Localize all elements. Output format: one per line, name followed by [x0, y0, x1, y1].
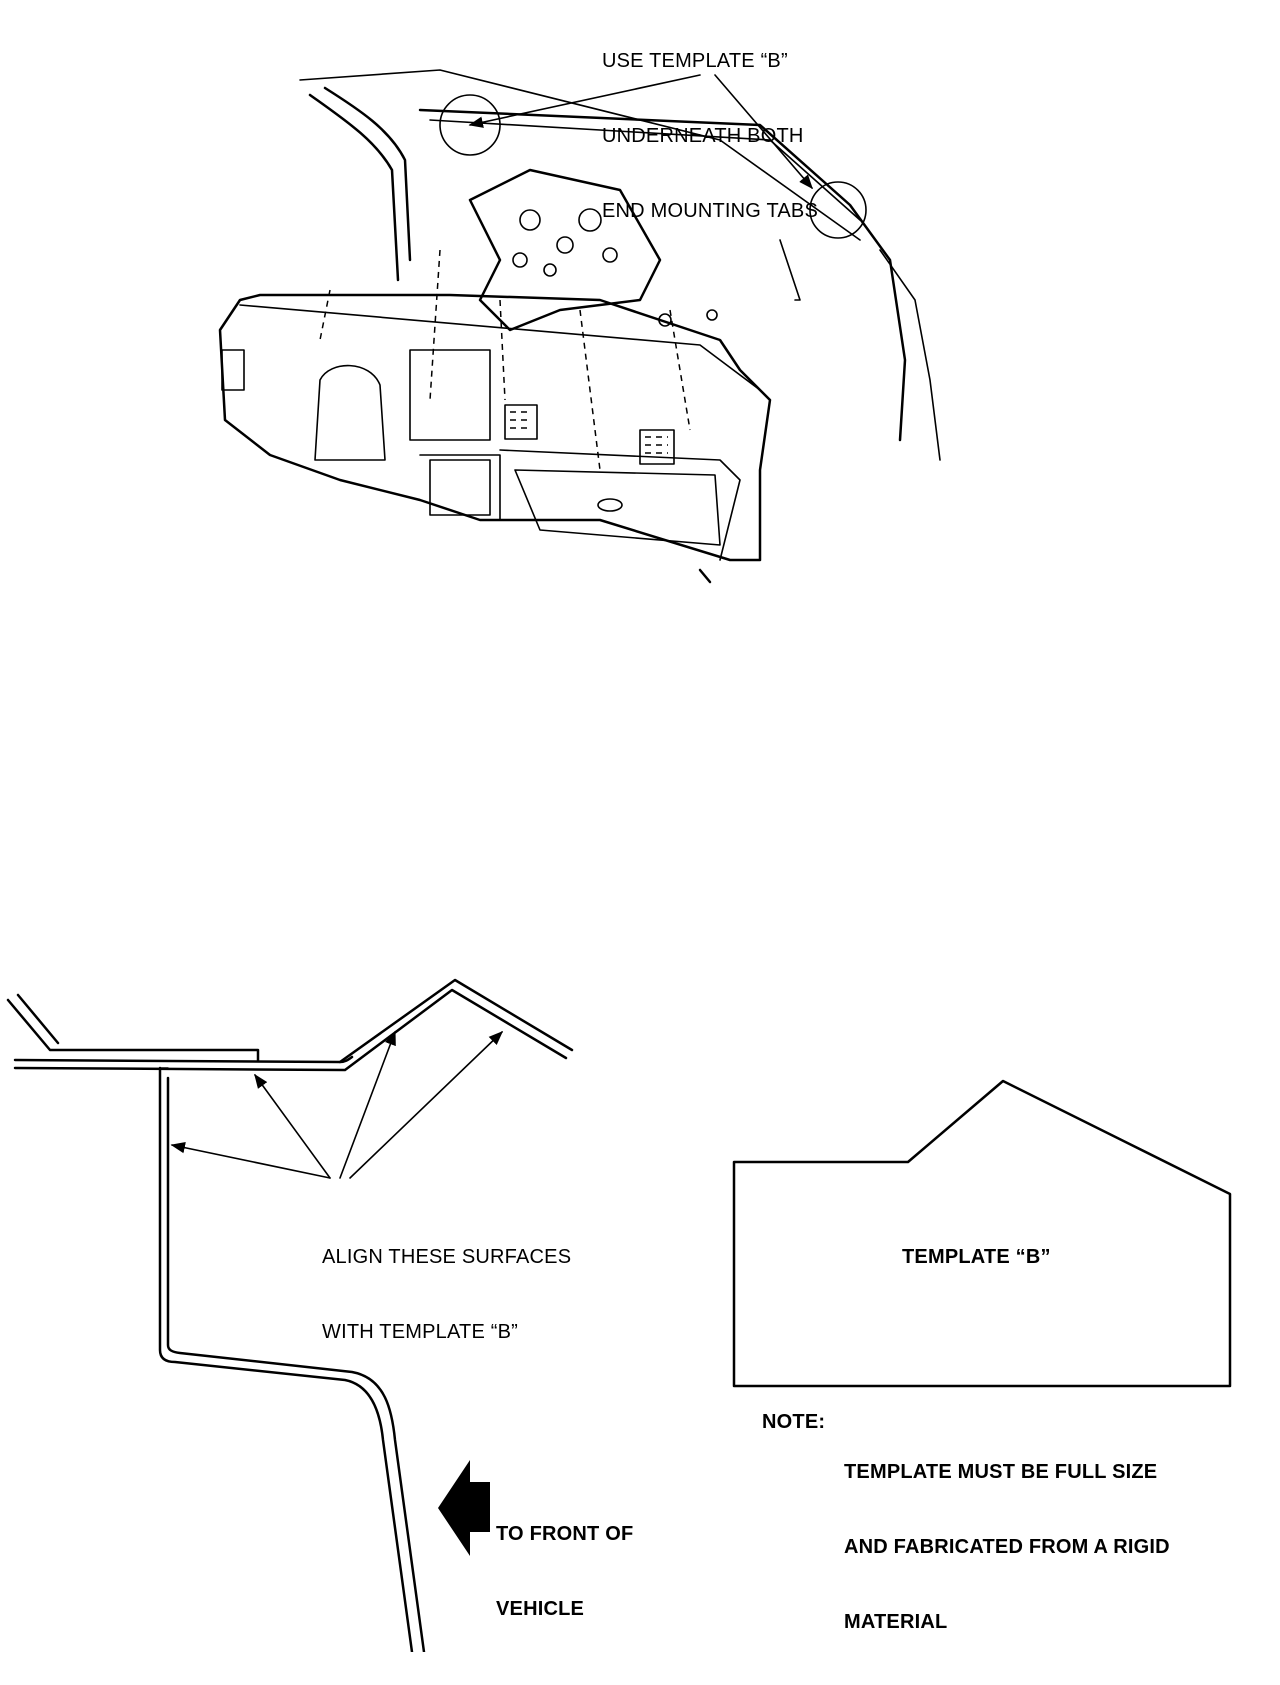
template-note: NOTE: TEMPLATE MUST BE FULL SIZE AND FAB…: [762, 1410, 1170, 1633]
template-label: TEMPLATE “B”: [902, 1246, 1051, 1268]
align-arrows: [170, 1030, 504, 1179]
note-line3: MATERIAL: [844, 1611, 948, 1633]
callout-top-line1: USE TEMPLATE “B”: [602, 50, 788, 72]
direction-line2: VEHICLE: [496, 1598, 585, 1620]
front-direction-arrow: [438, 1460, 490, 1556]
note-line2: AND FABRICATED FROM A RIGID: [844, 1536, 1170, 1558]
note-prefix: NOTE:: [762, 1411, 826, 1433]
callout-top-line2: UNDERNEATH BOTH: [602, 125, 804, 147]
callout-circle-right: [809, 181, 867, 239]
callout-top-text: USE TEMPLATE “B” UNDERNEATH BOTH END MOU…: [602, 0, 818, 249]
template-b-outline: [732, 1079, 1232, 1388]
instrument-panel-illustration: [218, 69, 941, 584]
align-label-line1: ALIGN THESE SURFACES: [322, 1246, 572, 1268]
callout-circle-left: [439, 94, 501, 156]
cross-section-profile: [6, 978, 574, 1652]
align-label-line2: WITH TEMPLATE “B”: [322, 1321, 518, 1343]
note-line1: TEMPLATE MUST BE FULL SIZE: [844, 1461, 1158, 1483]
direction-line1: TO FRONT OF: [496, 1523, 634, 1545]
direction-label: TO FRONT OF VEHICLE: [496, 1472, 633, 1647]
callout-top-line3: END MOUNTING TABS: [602, 200, 819, 222]
align-label: ALIGN THESE SURFACES WITH TEMPLATE “B”: [322, 1195, 571, 1370]
